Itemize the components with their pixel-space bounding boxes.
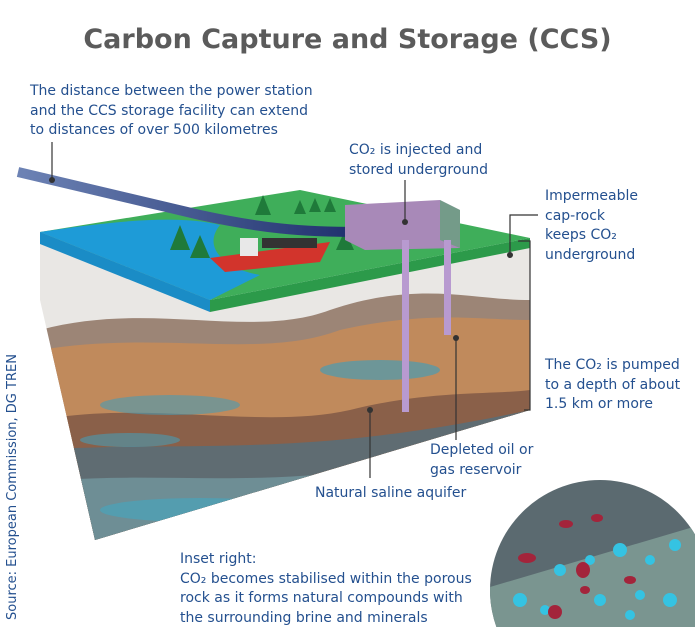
label-line: CO₂ becomes stabilised within the porous <box>180 570 472 587</box>
label-line: cap-rock <box>545 207 606 224</box>
label-line: and the CCS storage facility can extend <box>30 102 308 119</box>
label-line: The CO₂ is pumped <box>545 357 680 373</box>
page-title: Carbon Capture and Storage (CCS) <box>83 24 612 55</box>
label-line: CO₂ is injected and <box>349 142 483 158</box>
pipeline-label: The distance between the power station a… <box>30 82 313 141</box>
label-line: 1.5 km or more <box>545 396 653 412</box>
label-line: keeps CO₂ <box>545 227 617 243</box>
sea <box>40 219 260 300</box>
label-line: Depleted oil or <box>430 442 534 458</box>
label-line: to distances of over 500 kilometres <box>30 122 278 138</box>
pipeline <box>16 167 361 237</box>
label-line: Inset right: <box>180 551 257 567</box>
caprock-label: Impermeable cap-rock keeps CO₂ undergrou… <box>545 187 638 265</box>
label-line: stored underground <box>349 161 489 178</box>
aquifer-label: Natural saline aquifer <box>315 485 467 501</box>
depth-label: The CO₂ is pumped to a depth of about 1.… <box>545 356 680 415</box>
label-line: rock as it forms natural compounds with <box>180 590 463 606</box>
inset-porous-rock <box>490 480 695 627</box>
label-line: gas reservoir <box>430 461 522 478</box>
injection-well <box>444 240 451 335</box>
label-line: Impermeable <box>545 188 638 204</box>
label-line: underground <box>545 246 636 263</box>
injected-label: CO₂ is injected and stored underground <box>349 141 488 180</box>
label-line: The distance between the power station <box>30 83 313 99</box>
reservoir-label: Depleted oil or gas reservoir <box>430 441 533 480</box>
injection-well <box>402 240 409 412</box>
storage-facility <box>345 200 460 250</box>
label-line: the surrounding brine and minerals <box>180 609 428 626</box>
label-line: to a depth of about <box>545 376 681 393</box>
inset-caption: Inset right: CO₂ becomes stabilised with… <box>180 550 472 627</box>
ship <box>210 238 330 272</box>
source-credit: Source: European Commission, DG TREN <box>5 354 20 620</box>
